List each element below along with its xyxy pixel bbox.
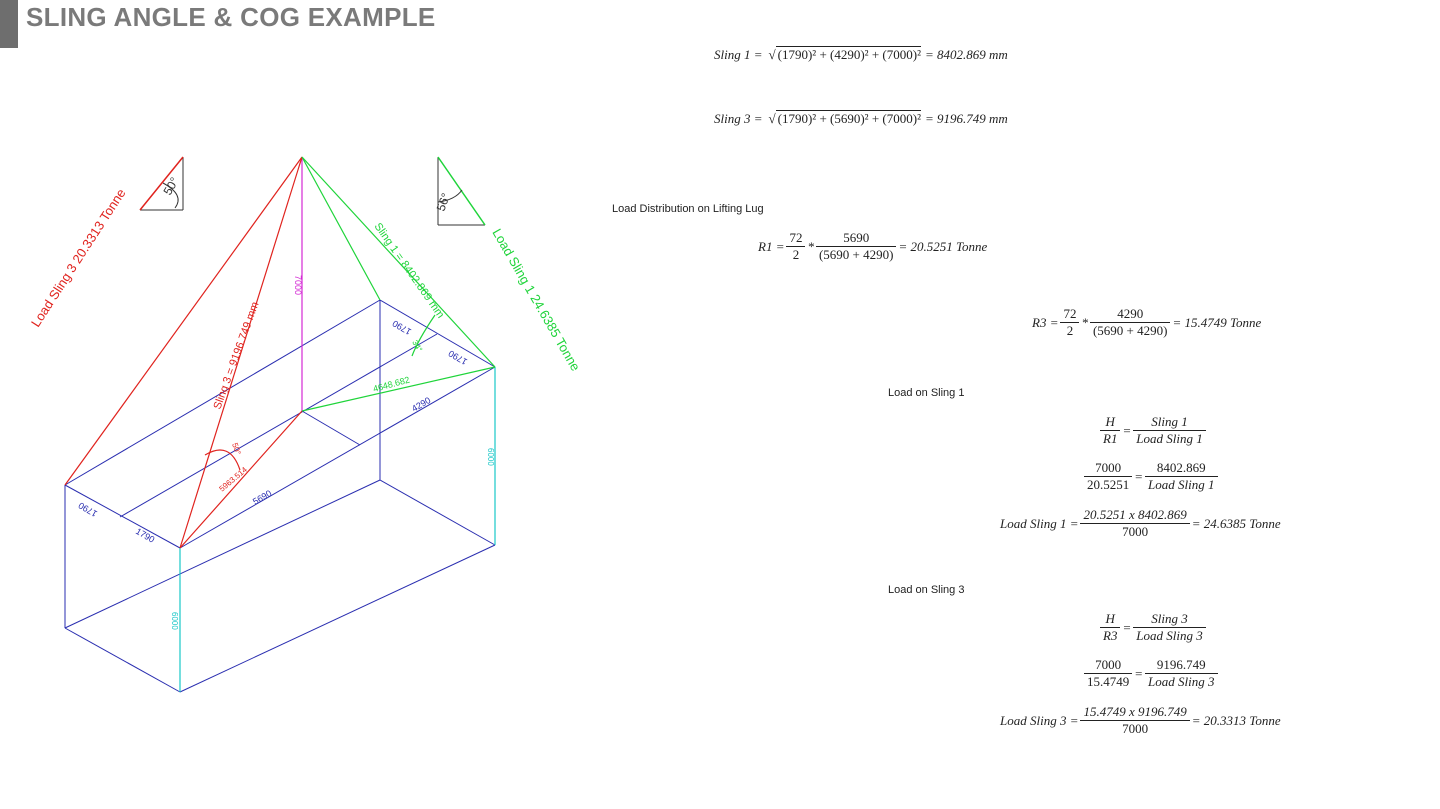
dim-1790-c: 1790	[391, 318, 413, 337]
sling-1-angle-indicator	[437, 156, 486, 226]
dim-6000-left: 6000	[170, 612, 179, 630]
r1-op: *	[807, 238, 814, 254]
r3-op: *	[1081, 314, 1088, 330]
title-accent-bar	[0, 0, 18, 48]
sling1-lhs: Sling 1 =	[714, 46, 763, 62]
sling3-radicand: (1790)² + (5690)² + (7000)²	[775, 110, 921, 126]
r1-frac2: 5690(5690 + 4290)	[815, 230, 897, 263]
angle-small-b: 50°	[230, 442, 243, 456]
r1-lhs: R1 =	[758, 238, 785, 254]
equation-sling1: Sling 1 = √(1790)² + (4290)² + (7000)² =…	[714, 46, 1008, 62]
equation-sling3: Sling 3 = √(1790)² + (5690)² + (7000)² =…	[714, 110, 1008, 126]
sling1-radicand: (1790)² + (4290)² + (7000)²	[775, 46, 921, 62]
sling3-length-label: Sling 3 = 9196.749 mm	[212, 300, 262, 411]
dim-5963: 5963.514	[218, 465, 250, 494]
isometric-lift-diagram: Load Sling 3 20.3313 Tonne Load Sling 1 …	[28, 156, 583, 693]
r1-rhs: = 20.5251 Tonne	[898, 238, 988, 254]
r3-lhs: R3 =	[1032, 314, 1059, 330]
angle-small-a: 34°	[410, 339, 424, 354]
sling-3-lines	[64, 156, 303, 549]
load-sling3-label: Load Sling 3 20.3313 Tonne	[28, 186, 129, 330]
angle-left-label: 50°	[160, 175, 181, 198]
sling1-length-label: Sling 1 = 8402.869 mm	[372, 221, 447, 321]
sling1-rhs: = 8402.869 mm	[924, 46, 1008, 62]
sling3-rhs: = 9196.749 mm	[924, 110, 1008, 126]
dim-1790-d: 1790	[447, 348, 469, 367]
angle-right-label: 56°	[434, 191, 453, 213]
page-title: SLING ANGLE & COG EXAMPLE	[26, 2, 436, 32]
load-sling1-label: Load Sling 1 24.6385 Tonne	[489, 226, 583, 374]
load-sling1-heading: Load on Sling 1	[888, 387, 965, 399]
sling-1-lines	[301, 156, 496, 412]
vertical-height-lines	[179, 367, 496, 692]
r3-rhs: = 15.4749 Tonne	[1172, 314, 1262, 330]
dim-1790-a: 1790	[77, 500, 99, 519]
load-sling3-heading: Load on Sling 3	[888, 584, 965, 596]
sling3-lhs: Sling 3 =	[714, 110, 763, 126]
sling-3-angle-indicator	[139, 156, 184, 211]
dim-6000-right: 6000	[486, 448, 495, 466]
r3-frac2: 4290(5690 + 4290)	[1089, 306, 1171, 339]
dim-1790-b: 1790	[134, 526, 156, 545]
dim-4290: 4290	[410, 395, 432, 414]
load-distribution-heading: Load Distribution on Lifting Lug	[612, 203, 764, 215]
dim-5690: 5690	[251, 488, 273, 507]
box-frame	[64, 299, 496, 693]
height-label: 7000	[293, 275, 303, 295]
